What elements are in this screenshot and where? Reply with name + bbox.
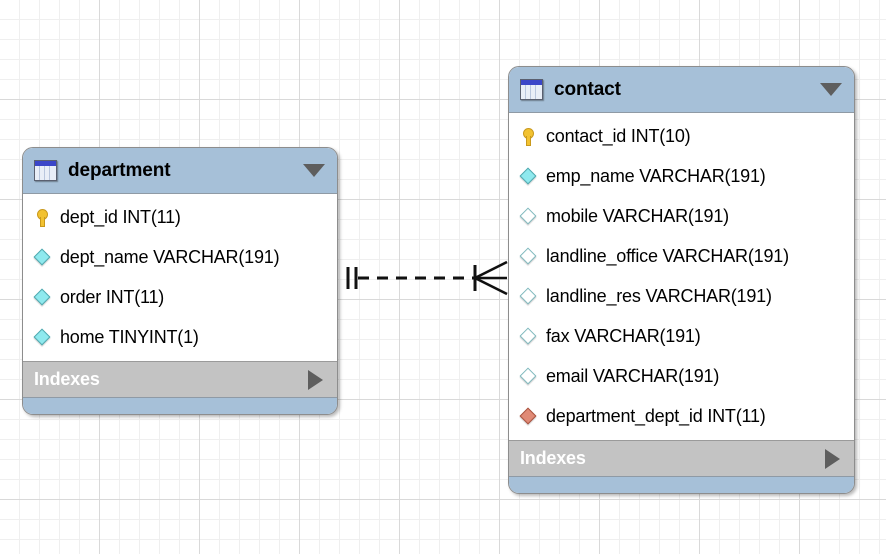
field-label: home TINYINT(1) bbox=[60, 326, 199, 347]
chevron-down-icon[interactable] bbox=[303, 164, 325, 177]
nullable-column-icon bbox=[520, 247, 537, 266]
field-row[interactable]: order INT(11) bbox=[23, 277, 337, 317]
chevron-right-icon[interactable] bbox=[825, 448, 840, 469]
field-row[interactable]: mobile VARCHAR(191) bbox=[509, 196, 854, 236]
primary-key-icon bbox=[520, 127, 537, 146]
field-row[interactable]: home TINYINT(1) bbox=[23, 317, 337, 357]
field-label: emp_name VARCHAR(191) bbox=[546, 165, 766, 186]
field-row[interactable]: email VARCHAR(191) bbox=[509, 356, 854, 396]
field-label: landline_res VARCHAR(191) bbox=[546, 285, 772, 306]
entity-department[interactable]: department dept_id INT(11) dept_name VAR… bbox=[22, 147, 338, 415]
entity-footer bbox=[509, 476, 854, 493]
entity-title: department bbox=[68, 159, 171, 181]
table-icon bbox=[34, 160, 57, 181]
field-row[interactable]: contact_id INT(10) bbox=[509, 116, 854, 156]
crows-foot-upper-prong bbox=[474, 260, 508, 280]
field-row[interactable]: landline_res VARCHAR(191) bbox=[509, 276, 854, 316]
indexes-label: Indexes bbox=[34, 369, 100, 389]
primary-key-icon bbox=[34, 208, 51, 227]
field-label: department_dept_id INT(11) bbox=[546, 405, 766, 426]
field-label: order INT(11) bbox=[60, 286, 165, 307]
entity-footer bbox=[23, 397, 337, 414]
not-null-column-icon bbox=[34, 328, 51, 347]
field-label: email VARCHAR(191) bbox=[546, 365, 720, 386]
foreign-key-icon bbox=[520, 407, 537, 426]
field-row[interactable]: fax VARCHAR(191) bbox=[509, 316, 854, 356]
not-null-column-icon bbox=[520, 167, 537, 186]
table-icon bbox=[520, 79, 543, 100]
chevron-down-icon[interactable] bbox=[820, 83, 842, 96]
field-list-contact: contact_id INT(10) emp_name VARCHAR(191)… bbox=[509, 113, 854, 440]
field-row[interactable]: dept_id INT(11) bbox=[23, 197, 337, 237]
nullable-column-icon bbox=[520, 367, 537, 386]
indexes-section-department[interactable]: Indexes bbox=[23, 361, 337, 397]
field-label: mobile VARCHAR(191) bbox=[546, 205, 729, 226]
field-label: dept_name VARCHAR(191) bbox=[60, 246, 280, 267]
field-label: contact_id INT(10) bbox=[546, 125, 691, 146]
entity-contact[interactable]: contact contact_id INT(10) emp_name VARC… bbox=[508, 66, 855, 494]
entity-header-contact[interactable]: contact bbox=[509, 67, 854, 113]
entity-header-department[interactable]: department bbox=[23, 148, 337, 194]
field-label: landline_office VARCHAR(191) bbox=[546, 245, 789, 266]
indexes-label: Indexes bbox=[520, 448, 586, 468]
nullable-column-icon bbox=[520, 207, 537, 226]
field-list-department: dept_id INT(11) dept_name VARCHAR(191) o… bbox=[23, 194, 337, 361]
nullable-column-icon bbox=[520, 327, 537, 346]
not-null-column-icon bbox=[34, 248, 51, 267]
field-row[interactable]: emp_name VARCHAR(191) bbox=[509, 156, 854, 196]
crows-foot-lower-prong bbox=[474, 276, 508, 296]
field-row[interactable]: landline_office VARCHAR(191) bbox=[509, 236, 854, 276]
entity-title: contact bbox=[554, 78, 621, 100]
field-row[interactable]: department_dept_id INT(11) bbox=[509, 396, 854, 436]
relationship-connector-department-contact[interactable] bbox=[344, 252, 510, 304]
field-label: fax VARCHAR(191) bbox=[546, 325, 701, 346]
chevron-right-icon[interactable] bbox=[308, 369, 323, 390]
indexes-section-contact[interactable]: Indexes bbox=[509, 440, 854, 476]
nullable-column-icon bbox=[520, 287, 537, 306]
field-label: dept_id INT(11) bbox=[60, 206, 181, 227]
field-row[interactable]: dept_name VARCHAR(191) bbox=[23, 237, 337, 277]
not-null-column-icon bbox=[34, 288, 51, 307]
